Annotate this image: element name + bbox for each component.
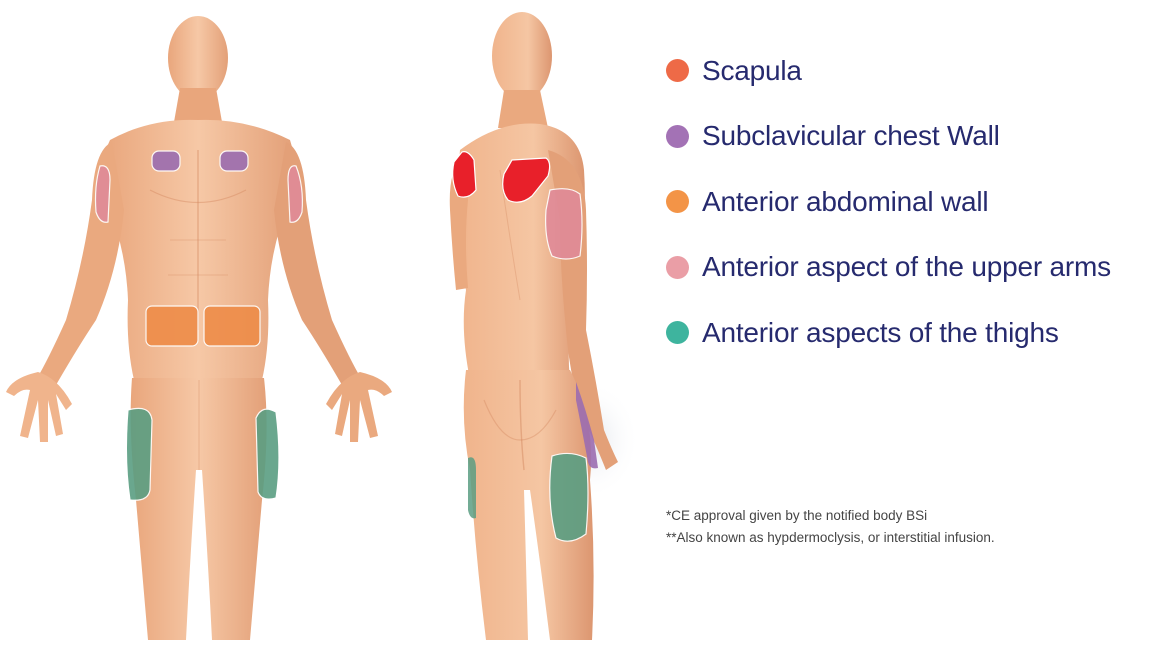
zone-chest-right	[220, 151, 248, 171]
legend-item-subclavicular: Subclavicular chest Wall	[666, 116, 1146, 157]
zone-thigh-back-edge	[468, 457, 476, 518]
legend-item-scapula: Scapula	[666, 50, 1146, 91]
legend-label-upper-arms: Anterior aspect of the upper arms	[702, 251, 1111, 283]
legend-dot-thighs	[666, 321, 689, 344]
zone-scapula-left	[453, 152, 476, 197]
zone-chest-left	[152, 151, 180, 171]
zone-arm-left	[96, 166, 111, 223]
legend-item-thighs: Anterior aspects of the thighs	[666, 312, 1146, 353]
legend-dot-scapula	[666, 59, 689, 82]
legend-label-thighs: Anterior aspects of the thighs	[702, 317, 1059, 349]
zone-thigh-left	[126, 408, 152, 500]
zone-thigh-back	[550, 453, 588, 541]
legend-item-abdominal: Anterior abdominal wall	[666, 181, 1146, 222]
back-body-figure	[450, 12, 640, 640]
footnotes: *CE approval given by the notified body …	[666, 505, 995, 549]
legend-dot-subclavicular	[666, 125, 689, 148]
front-body-figure	[6, 16, 392, 640]
footnote-ce-approval: *CE approval given by the notified body …	[666, 505, 995, 527]
zone-arm-back	[546, 189, 582, 259]
legend-label-abdominal: Anterior abdominal wall	[702, 186, 988, 218]
legend-item-upper-arms: Anterior aspect of the upper arms	[666, 247, 1146, 288]
body-figures-illustration	[0, 0, 640, 661]
legend-label-subclavicular: Subclavicular chest Wall	[702, 120, 1000, 152]
legend-dot-upper-arms	[666, 256, 689, 279]
zone-abdomen-right	[204, 306, 260, 346]
zone-abdomen-left	[146, 306, 198, 346]
legend-label-scapula: Scapula	[702, 55, 802, 87]
footnote-also-known: **Also known as hypdermoclysis, or inter…	[666, 527, 995, 549]
legend-dot-abdominal	[666, 190, 689, 213]
zone-thigh-right	[256, 409, 279, 499]
legend: Scapula Subclavicular chest Wall Anterio…	[666, 50, 1146, 378]
